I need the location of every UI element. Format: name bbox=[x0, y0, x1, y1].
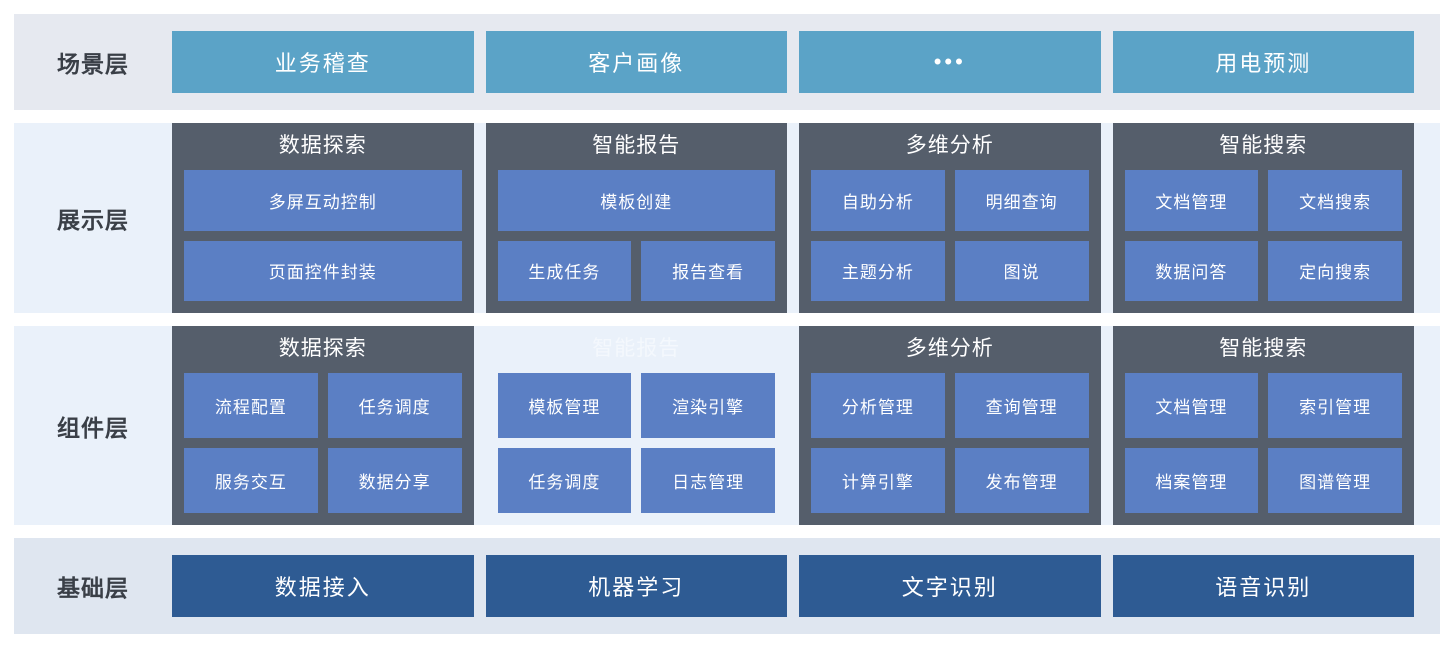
chip-self-service-analysis[interactable]: 自助分析 bbox=[811, 170, 945, 231]
scene-item-customer-profile[interactable]: 客户画像 bbox=[485, 31, 787, 93]
chip-row: 档案管理 图谱管理 bbox=[1124, 448, 1402, 513]
chip-row: 生成任务 报告查看 bbox=[497, 240, 775, 301]
card-title: 数据探索 bbox=[278, 337, 367, 360]
chip-template-management[interactable]: 模板管理 bbox=[497, 373, 632, 439]
chip-rows: 分析管理 查询管理 计算引擎 发布管理 bbox=[811, 373, 1089, 513]
chip-rows: 模板创建 生成任务 报告查看 bbox=[497, 170, 775, 301]
presentation-cards-container: 数据探索 多屏互动控制 页面控件封装 智能报告 模板创建 bbox=[172, 123, 1440, 313]
chip-document-management[interactable]: 文档管理 bbox=[1124, 170, 1259, 231]
component-card-intelligent-search[interactable]: 智能搜索 文档管理 索引管理 档案管理 图谱管理 bbox=[1112, 326, 1414, 525]
presentation-card-data-exploration[interactable]: 数据探索 多屏互动控制 页面控件封装 bbox=[172, 123, 474, 313]
chip-compute-engine[interactable]: 计算引擎 bbox=[811, 448, 945, 513]
chip-template-creation[interactable]: 模板创建 bbox=[497, 170, 775, 231]
chip-generate-task[interactable]: 生成任务 bbox=[497, 240, 632, 301]
chip-targeted-search[interactable]: 定向搜索 bbox=[1268, 240, 1402, 301]
base-item-text-recognition[interactable]: 文字识别 bbox=[799, 555, 1101, 617]
scene-item-business-audit[interactable]: 业务稽查 bbox=[172, 31, 474, 93]
chip-rows: 多屏互动控制 页面控件封装 bbox=[184, 170, 462, 301]
chip-row: 文档管理 文档搜索 bbox=[1124, 170, 1402, 231]
chip-data-sharing[interactable]: 数据分享 bbox=[327, 448, 462, 513]
layer-band-component: 组件层 数据探索 流程配置 任务调度 服务交互 数据分享 智能报告 bbox=[14, 326, 1440, 525]
presentation-card-multidimensional-analysis[interactable]: 多维分析 自助分析 明细查询 主题分析 图说 bbox=[799, 123, 1101, 313]
base-item-speech-recognition[interactable]: 语音识别 bbox=[1112, 555, 1414, 617]
chip-multi-screen-interaction-control[interactable]: 多屏互动控制 bbox=[184, 170, 462, 231]
scene-item-more[interactable]: ••• bbox=[799, 31, 1101, 93]
presentation-card-intelligent-report[interactable]: 智能报告 模板创建 生成任务 报告查看 bbox=[485, 123, 787, 313]
card-title: 智能报告 bbox=[592, 134, 681, 157]
chip-process-configuration[interactable]: 流程配置 bbox=[184, 373, 318, 439]
chip-row: 主题分析 图说 bbox=[811, 240, 1089, 301]
component-card-intelligent-report[interactable]: 智能报告 模板管理 渲染引擎 任务调度 日志管理 bbox=[486, 326, 788, 525]
chip-row: 文档管理 索引管理 bbox=[1124, 373, 1402, 439]
chip-row: 流程配置 任务调度 bbox=[184, 373, 462, 439]
chip-rows: 文档管理 文档搜索 数据问答 定向搜索 bbox=[1124, 170, 1402, 301]
base-item-machine-learning[interactable]: 机器学习 bbox=[485, 555, 787, 617]
component-cards-container: 数据探索 流程配置 任务调度 服务交互 数据分享 智能报告 模板管理 bbox=[172, 326, 1440, 525]
chip-data-qa[interactable]: 数据问答 bbox=[1124, 240, 1259, 301]
chip-query-management[interactable]: 查询管理 bbox=[954, 373, 1089, 439]
layer-label-component: 组件层 bbox=[57, 414, 129, 441]
chip-index-management[interactable]: 索引管理 bbox=[1268, 373, 1402, 439]
card-title: 智能搜索 bbox=[1219, 337, 1308, 360]
chip-row: 计算引擎 发布管理 bbox=[811, 448, 1089, 513]
layer-label-scene: 场景层 bbox=[57, 51, 129, 77]
chip-task-scheduling[interactable]: 任务调度 bbox=[327, 373, 462, 439]
card-title: 数据探索 bbox=[278, 134, 367, 157]
layer-band-scene: 场景层 业务稽查 客户画像 ••• 用电预测 bbox=[14, 14, 1440, 110]
layer-label-base: 基础层 bbox=[57, 575, 129, 601]
chip-document-search[interactable]: 文档搜索 bbox=[1268, 170, 1402, 231]
scene-items-container: 业务稽查 客户画像 ••• 用电预测 bbox=[172, 14, 1440, 110]
card-title: 智能搜索 bbox=[1219, 134, 1308, 157]
base-items-container: 数据接入 机器学习 文字识别 语音识别 bbox=[172, 538, 1440, 634]
chip-row: 模板管理 渲染引擎 bbox=[497, 373, 775, 439]
base-item-data-ingestion[interactable]: 数据接入 bbox=[172, 555, 474, 617]
presentation-card-intelligent-search[interactable]: 智能搜索 文档管理 文档搜索 数据问答 定向搜索 bbox=[1112, 123, 1414, 313]
chip-service-interaction[interactable]: 服务交互 bbox=[184, 448, 318, 513]
chip-row: 多屏互动控制 bbox=[184, 170, 462, 231]
chip-row: 分析管理 查询管理 bbox=[811, 373, 1089, 439]
chip-page-widget-encapsulation[interactable]: 页面控件封装 bbox=[184, 240, 462, 301]
chip-chart-narrative[interactable]: 图说 bbox=[954, 240, 1089, 301]
card-title: 智能报告 bbox=[592, 337, 681, 360]
chip-report-view[interactable]: 报告查看 bbox=[641, 240, 775, 301]
chip-task-scheduling[interactable]: 任务调度 bbox=[497, 448, 632, 513]
chip-detail-query[interactable]: 明细查询 bbox=[954, 170, 1089, 231]
chip-archive-management[interactable]: 档案管理 bbox=[1124, 448, 1259, 513]
scene-item-power-forecast[interactable]: 用电预测 bbox=[1112, 31, 1414, 93]
chip-row: 任务调度 日志管理 bbox=[497, 448, 775, 513]
card-title: 多维分析 bbox=[905, 134, 994, 157]
chip-row: 自助分析 明细查询 bbox=[811, 170, 1089, 231]
chip-publish-management[interactable]: 发布管理 bbox=[954, 448, 1089, 513]
layer-band-base: 基础层 数据接入 机器学习 文字识别 语音识别 bbox=[14, 538, 1440, 634]
chip-rows: 文档管理 索引管理 档案管理 图谱管理 bbox=[1124, 373, 1402, 513]
chip-row: 模板创建 bbox=[497, 170, 775, 231]
chip-rows: 流程配置 任务调度 服务交互 数据分享 bbox=[184, 373, 462, 513]
card-title: 多维分析 bbox=[905, 337, 994, 360]
chip-log-management[interactable]: 日志管理 bbox=[641, 448, 775, 513]
chip-row: 数据问答 定向搜索 bbox=[1124, 240, 1402, 301]
chip-rows: 模板管理 渲染引擎 任务调度 日志管理 bbox=[497, 373, 775, 513]
chip-document-management[interactable]: 文档管理 bbox=[1124, 373, 1259, 439]
chip-knowledge-graph-management[interactable]: 图谱管理 bbox=[1268, 448, 1402, 513]
chip-analysis-management[interactable]: 分析管理 bbox=[811, 373, 945, 439]
layer-band-presentation: 展示层 数据探索 多屏互动控制 页面控件封装 智能报告 模板创建 bbox=[14, 123, 1440, 313]
chip-topic-analysis[interactable]: 主题分析 bbox=[811, 240, 945, 301]
layer-label-presentation: 展示层 bbox=[57, 207, 129, 233]
component-card-multidimensional-analysis[interactable]: 多维分析 分析管理 查询管理 计算引擎 发布管理 bbox=[799, 326, 1101, 525]
chip-rendering-engine[interactable]: 渲染引擎 bbox=[641, 373, 775, 439]
chip-row: 页面控件封装 bbox=[184, 240, 462, 301]
chip-row: 服务交互 数据分享 bbox=[184, 448, 462, 513]
component-card-data-exploration[interactable]: 数据探索 流程配置 任务调度 服务交互 数据分享 bbox=[172, 326, 474, 525]
chip-rows: 自助分析 明细查询 主题分析 图说 bbox=[811, 170, 1089, 301]
